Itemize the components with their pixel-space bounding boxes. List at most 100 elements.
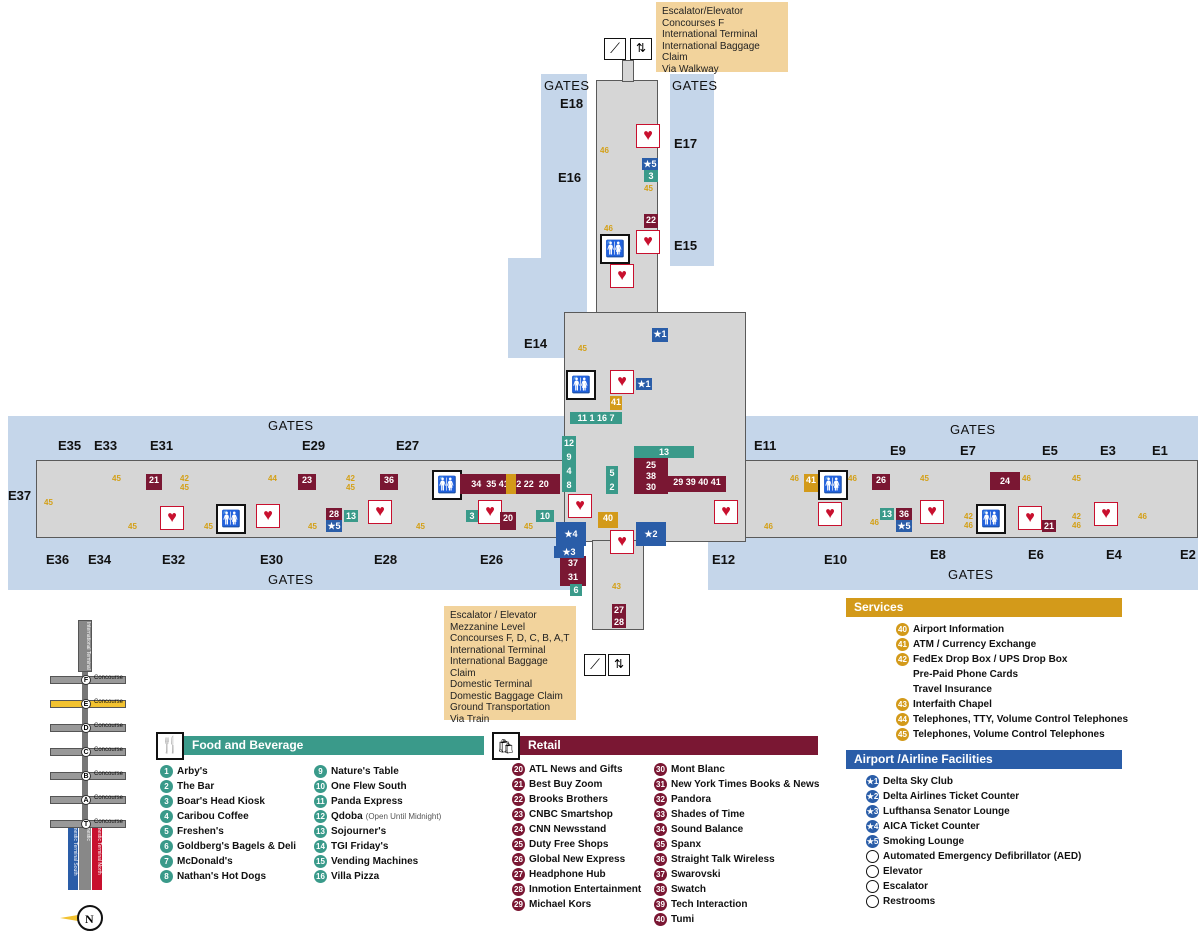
store-marker[interactable]: 28	[326, 508, 342, 520]
store-marker[interactable]: 23	[298, 474, 316, 490]
food-marker[interactable]: 3	[466, 510, 478, 522]
store-marker[interactable]: 21	[146, 474, 162, 490]
gate-e10[interactable]: E10	[824, 552, 848, 567]
food-marker[interactable]: 13	[344, 510, 358, 522]
lufthansa-lounge-marker[interactable]: ★3	[554, 546, 584, 558]
delta-ticket-counter-marker[interactable]: ★2	[636, 522, 666, 546]
gate-e32[interactable]: E32	[162, 552, 186, 567]
gate-e35[interactable]: E35	[58, 438, 82, 453]
gate-e34[interactable]: E34	[88, 552, 112, 567]
gate-e28[interactable]: E28	[374, 552, 398, 567]
store-marker[interactable]: 29 39 40 41	[668, 476, 726, 492]
airline-legend-item[interactable]: Automated Emergency Defibrillator (AED)	[866, 849, 1122, 864]
smoking-lounge-marker[interactable]: ★5	[642, 158, 658, 170]
gate-e3[interactable]: E3	[1100, 443, 1116, 458]
service-marker[interactable]	[506, 474, 516, 494]
food-marker[interactable]: 10	[536, 510, 554, 522]
gate-e1[interactable]: E1	[1152, 443, 1168, 458]
gate-e36[interactable]: E36	[46, 552, 70, 567]
services-legend-item[interactable]: Pre-Paid Phone Cards	[896, 667, 1122, 682]
service-marker[interactable]: 41	[804, 474, 818, 492]
airline-legend-item[interactable]: Elevator	[866, 864, 1122, 879]
airline-legend-item[interactable]: Restrooms	[866, 894, 1122, 909]
food-marker[interactable]: 3	[644, 170, 658, 182]
gate-e26[interactable]: E26	[480, 552, 504, 567]
aica-ticket-counter-marker[interactable]: ★4	[556, 522, 586, 546]
store-marker[interactable]: 36	[896, 508, 912, 520]
gate-e11[interactable]: E11	[754, 438, 777, 453]
gate-e8[interactable]: E8	[930, 547, 946, 562]
store-marker[interactable]: 26	[872, 474, 890, 490]
gate-e15[interactable]: E15	[674, 238, 698, 253]
store-marker[interactable]: 20	[500, 512, 516, 530]
delta-sky-club-marker[interactable]: ★1	[636, 378, 652, 390]
service-marker[interactable]: 40	[598, 512, 618, 528]
gate-e14[interactable]: E14	[524, 336, 548, 351]
services-legend-item[interactable]: Travel Insurance	[896, 682, 1122, 697]
store-marker[interactable]: 36	[380, 474, 398, 490]
gate-e37[interactable]: E37	[8, 488, 32, 503]
gate-e7[interactable]: E7	[960, 443, 976, 458]
food-marker[interactable]: 13	[634, 446, 694, 458]
gate-e16[interactable]: E16	[558, 170, 582, 185]
gate-e9[interactable]: E9	[890, 443, 906, 458]
gate-e12[interactable]: E12	[712, 552, 736, 567]
store-marker[interactable]: 22	[644, 214, 658, 228]
gate-e4[interactable]: E4	[1106, 547, 1122, 562]
service-marker[interactable]: 41	[610, 396, 622, 410]
delta-sky-club-marker[interactable]: ★1	[652, 328, 668, 342]
gate-e2[interactable]: E2	[1180, 547, 1196, 562]
smoking-lounge-marker[interactable]: ★5	[896, 520, 912, 532]
store-marker[interactable]: 24	[990, 472, 1020, 490]
gate-e30[interactable]: E30	[260, 552, 284, 567]
gate-e18[interactable]: E18	[560, 96, 584, 111]
food-marker[interactable]: 11 1 16 7	[570, 412, 622, 424]
gate-e27[interactable]: E27	[396, 438, 420, 453]
gate-e17[interactable]: E17	[674, 136, 698, 151]
gate-e6[interactable]: E6	[1028, 547, 1044, 562]
